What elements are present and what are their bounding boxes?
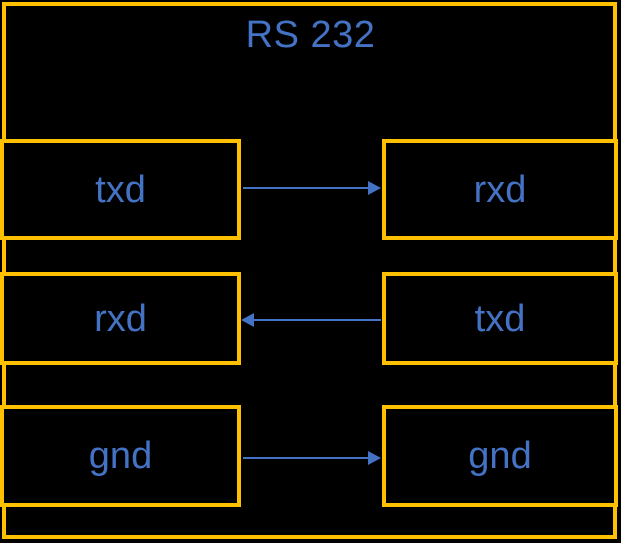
box-right-rxd: rxd <box>382 139 618 240</box>
arrow-shaft <box>243 457 370 459</box>
arrow-head-left-icon <box>241 313 254 327</box>
box-right-gnd: gnd <box>382 405 618 507</box>
arrow-shaft <box>252 319 381 321</box>
box-left-rxd: rxd <box>0 272 241 365</box>
box-right-txd: txd <box>382 272 618 365</box>
pin-label-left-rxd: rxd <box>94 297 147 340</box>
arrow-head-right-icon <box>368 451 381 465</box>
box-left-gnd: gnd <box>0 405 241 507</box>
box-left-txd: txd <box>0 139 241 240</box>
pin-label-right-gnd: gnd <box>468 435 532 477</box>
arrow-row2-txd-to-rxd <box>241 313 381 327</box>
arrow-row1-txd-to-rxd <box>243 181 381 195</box>
diagram-title: RS 232 <box>245 14 376 56</box>
pin-label-left-txd: txd <box>95 168 146 211</box>
arrow-row3-gnd-to-gnd <box>243 451 381 465</box>
pin-label-right-txd: txd <box>474 297 526 340</box>
rs232-outer-frame <box>2 2 617 539</box>
arrow-head-right-icon <box>368 181 381 195</box>
pin-label-right-rxd: rxd <box>473 168 527 211</box>
arrow-shaft <box>243 187 370 189</box>
pin-label-left-gnd: gnd <box>88 435 153 477</box>
